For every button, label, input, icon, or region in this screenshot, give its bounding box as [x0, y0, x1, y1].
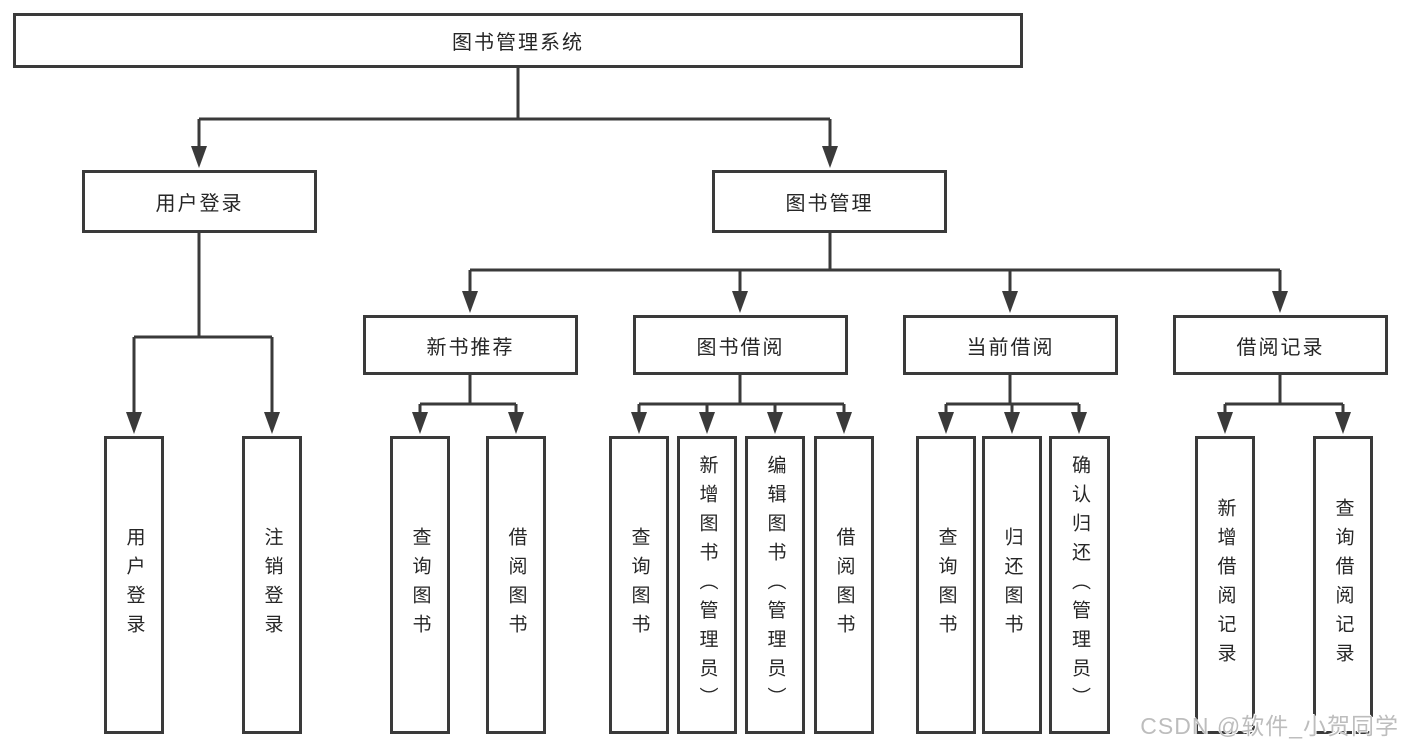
leaf-borrow-books-borrow: 借阅图书 [814, 436, 874, 734]
node-new-book-recommend: 新书推荐 [363, 315, 578, 375]
node-user-login-label: 用户登录 [155, 193, 244, 215]
node-new-book-recommend-label: 新书推荐 [426, 336, 515, 359]
leaf-borrow-books-recommend: 借阅图书 [486, 436, 546, 734]
leaf-user-login-label: 用户登录 [123, 527, 145, 643]
node-user-login: 用户登录 [82, 170, 317, 233]
leaf-borrow-books-recommend-label: 借阅图书 [505, 527, 527, 643]
leaf-query-borrow-record: 查询借阅记录 [1313, 436, 1373, 734]
node-book-borrowing: 图书借阅 [633, 315, 848, 375]
leaf-logout-label: 注销登录 [261, 527, 283, 643]
node-borrowing-records-label: 借阅记录 [1236, 336, 1325, 359]
leaf-add-borrow-record: 新增借阅记录 [1195, 436, 1255, 734]
leaf-query-books-current-label: 查询图书 [935, 527, 957, 643]
leaf-add-book-admin: 新增图书（管理员） [677, 436, 737, 734]
leaf-query-books-borrow-label: 查询图书 [628, 527, 650, 643]
leaf-edit-book-admin-label: 编辑图书（管理员） [764, 454, 786, 716]
node-borrowing-records: 借阅记录 [1173, 315, 1388, 375]
leaf-query-books-recommend: 查询图书 [390, 436, 450, 734]
node-book-borrowing-label: 图书借阅 [696, 336, 785, 359]
leaf-confirm-return-admin: 确认归还（管理员） [1049, 436, 1110, 734]
leaf-add-book-admin-label: 新增图书（管理员） [696, 454, 718, 716]
leaf-query-borrow-record-label: 查询借阅记录 [1332, 498, 1354, 672]
leaf-add-borrow-record-label: 新增借阅记录 [1214, 498, 1236, 672]
leaf-query-books-recommend-label: 查询图书 [409, 527, 431, 643]
leaf-query-books-current: 查询图书 [916, 436, 976, 734]
leaf-logout: 注销登录 [242, 436, 302, 734]
leaf-return-books-label: 归还图书 [1001, 527, 1023, 643]
node-current-borrowing: 当前借阅 [903, 315, 1118, 375]
node-book-management-label: 图书管理 [785, 193, 874, 215]
leaf-borrow-books-borrow-label: 借阅图书 [833, 527, 855, 643]
leaf-edit-book-admin: 编辑图书（管理员） [745, 436, 805, 734]
node-book-management: 图书管理 [712, 170, 947, 233]
leaf-user-login: 用户登录 [104, 436, 164, 734]
watermark: CSDN @软件_小贺同学 [1140, 713, 1399, 739]
node-root: 图书管理系统 [13, 13, 1023, 68]
node-current-borrowing-label: 当前借阅 [966, 336, 1055, 359]
leaf-confirm-return-admin-label: 确认归还（管理员） [1069, 454, 1090, 716]
node-root-label: 图书管理系统 [452, 32, 584, 54]
leaf-query-books-borrow: 查询图书 [609, 436, 669, 734]
leaf-return-books: 归还图书 [982, 436, 1042, 734]
